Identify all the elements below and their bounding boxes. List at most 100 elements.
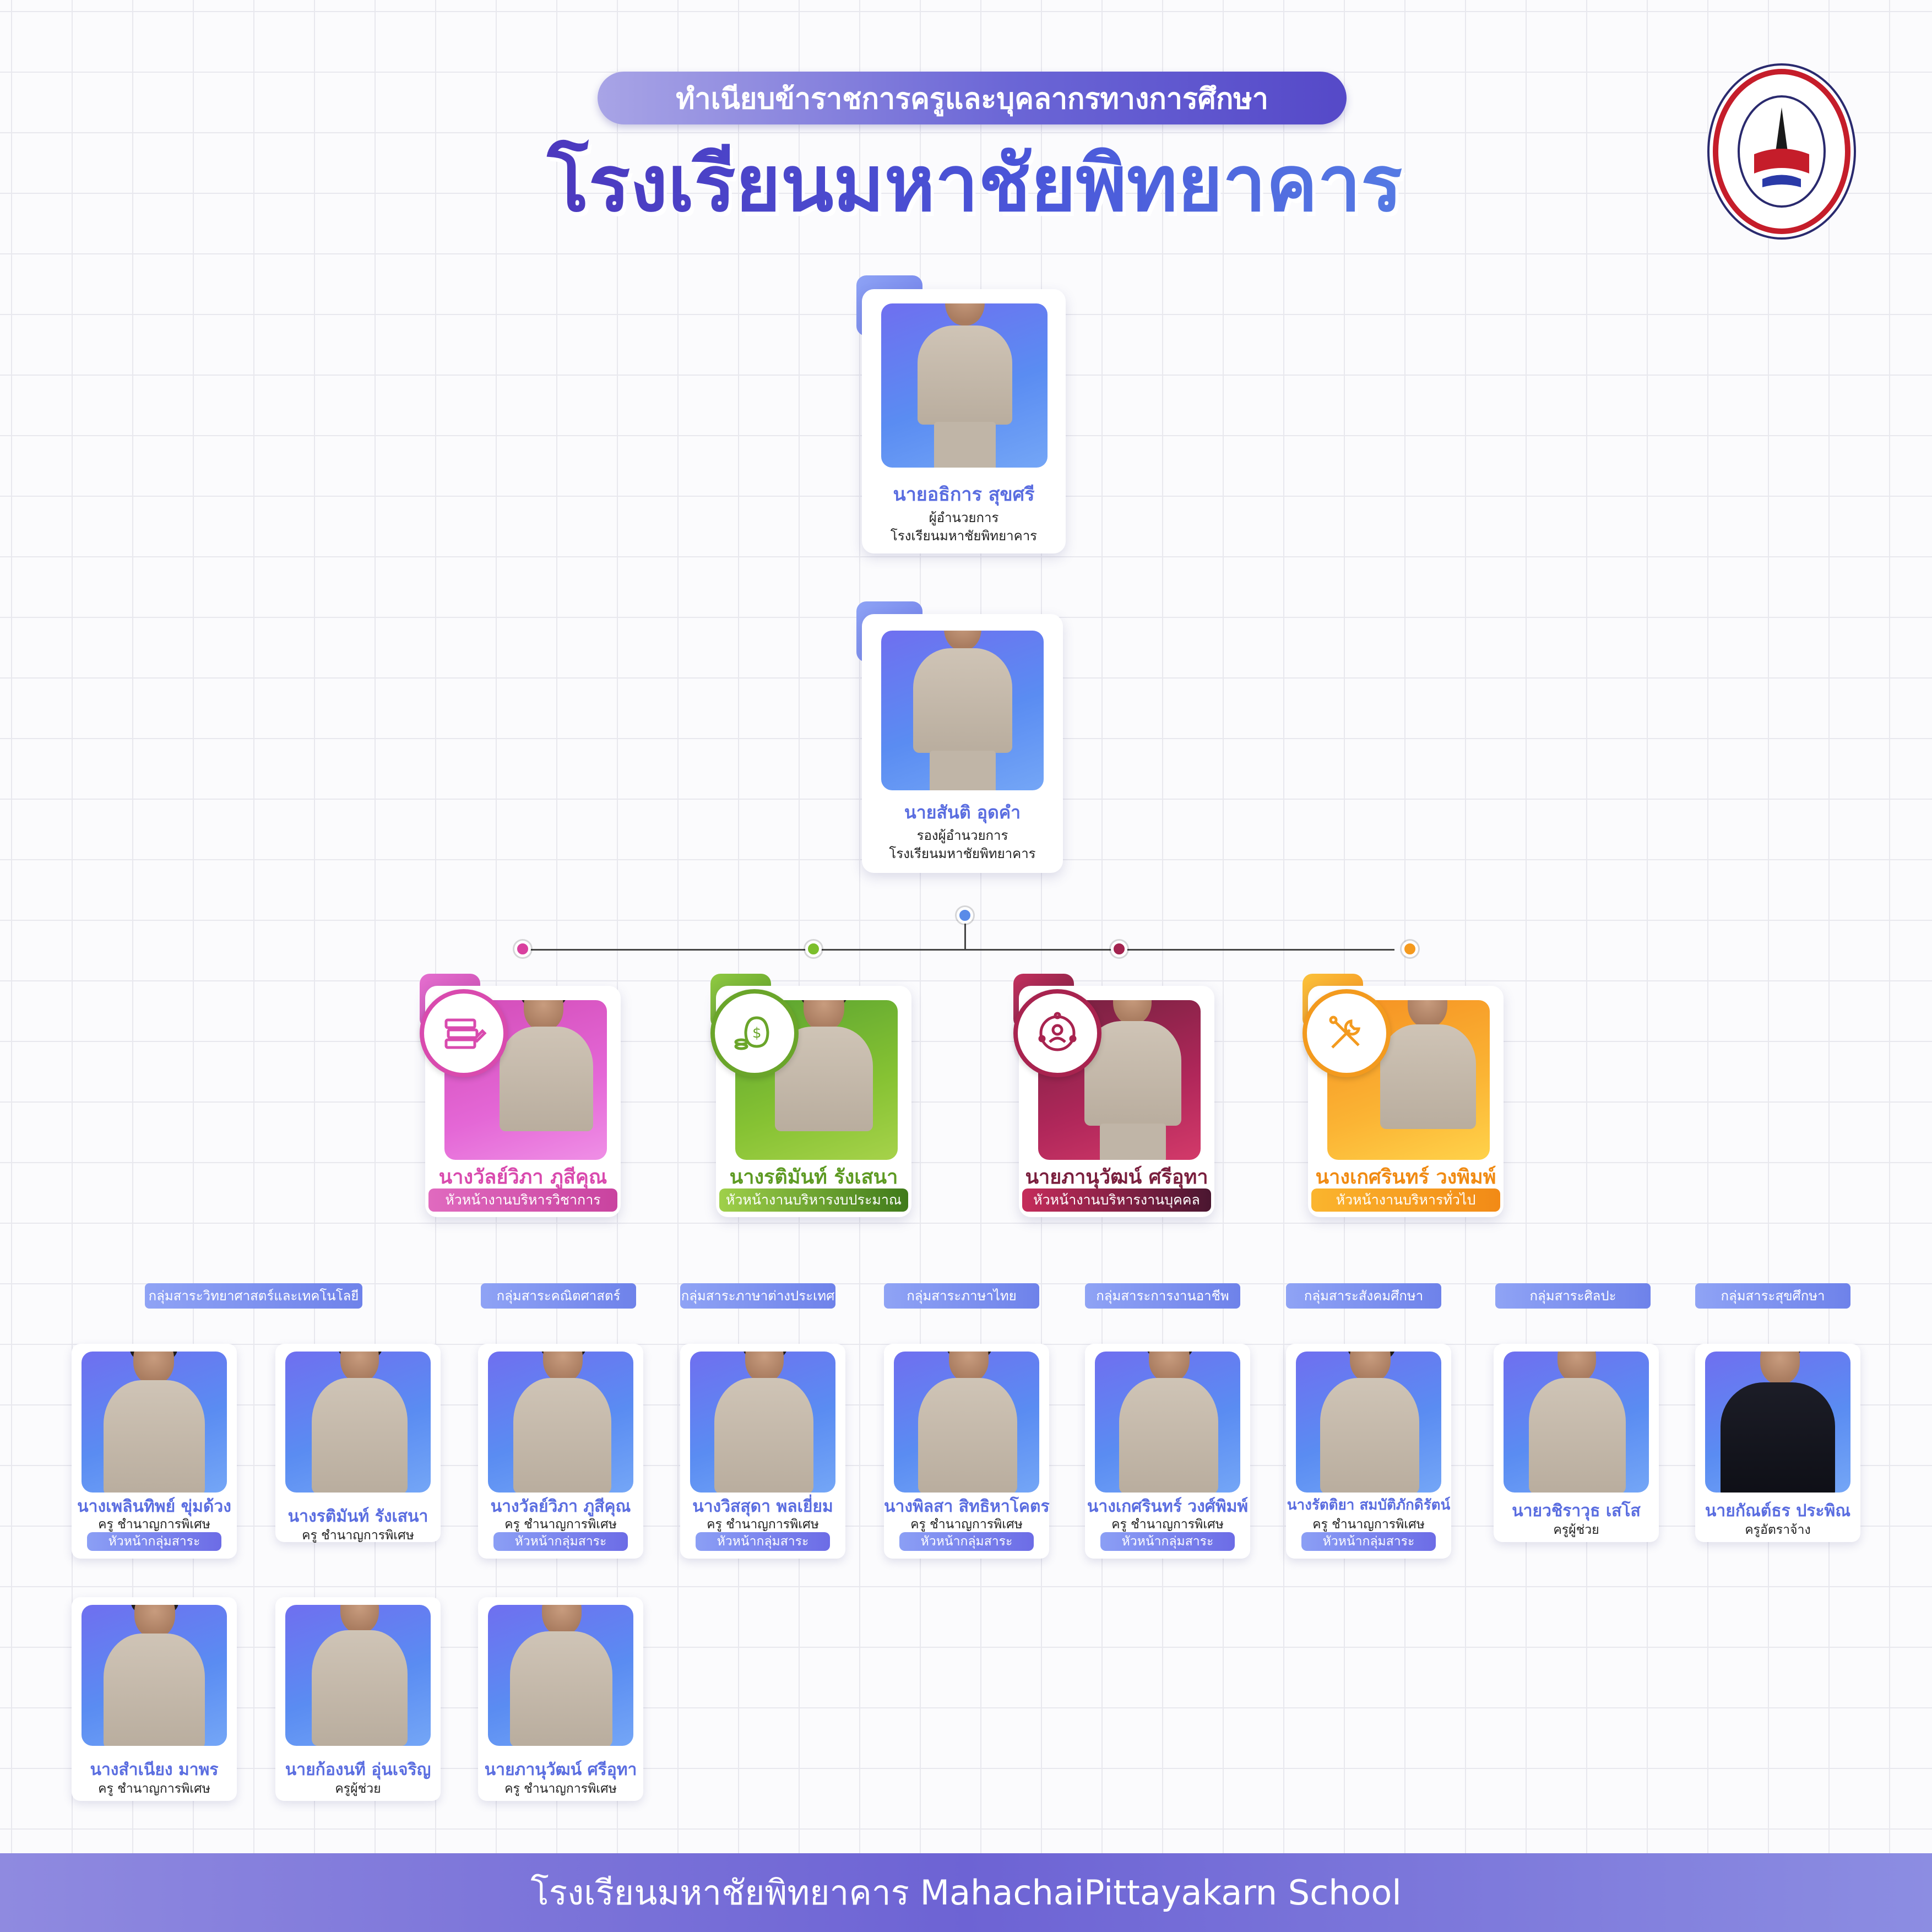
teacher-name: นางรัตติยา สมบัติภักดิรัตน์ (1287, 1497, 1451, 1513)
connector-dot-budget (805, 941, 822, 957)
deputy-card: นายสันติ อุดคำ รองผู้อำนวยการ โรงเรียนมห… (862, 614, 1063, 873)
teacher-position: ครู ชำนาญการพิเศษ (504, 1782, 617, 1796)
group-label-math: กลุ่มสาระคณิตศาสตร์ (481, 1283, 636, 1309)
group-head-badge: หัวหน้ากลุ่มสาระ (1100, 1532, 1235, 1551)
head-general-card: นางเกศรินทร์ วงพิมพ์ หัวหน้างานบริหารทั่… (1303, 986, 1504, 1217)
teacher-position: ครูอัตราจ้าง (1745, 1523, 1811, 1537)
head-budget-role: หัวหน้างานบริหารงบประมาณ (719, 1188, 908, 1212)
teacher-name: นางวัลย์วิภา ภูสีคุณ (490, 1497, 631, 1516)
teacher-name: นางเกศรินทร์ วงศ์พิมพ์ (1087, 1497, 1249, 1516)
group-head-badge: หัวหน้ากลุ่มสาระ (1301, 1532, 1436, 1551)
teacher-photo (1095, 1352, 1240, 1493)
teacher-card: นางวัลย์วิภา ภูสีคุณ ครู ชำนาญการพิเศษ ห… (478, 1344, 643, 1559)
director-photo (881, 303, 1048, 468)
teacher-position: ครู ชำนาญการพิเศษ (98, 1782, 210, 1796)
head-general-name: นางเกศรินทร์ วงพิมพ์ (1315, 1166, 1496, 1188)
group-label-art: กลุ่มสาระศิลปะ (1495, 1283, 1651, 1309)
teacher-card: นางวิสสุดา พลเยี่ยม ครู ชำนาญการพิเศษ หั… (680, 1344, 845, 1559)
page-title: โรงเรียนมหาชัยพิทยาคาร (386, 132, 1564, 237)
subtitle-banner: ทำเนียบข้าราชการครูและบุคลากรทางการศึกษา (598, 72, 1347, 124)
teacher-name: นายวชิราวุธ เสโส (1512, 1501, 1641, 1521)
director-name: นายอธิการ สุขศรี (893, 484, 1035, 506)
connector-dot-personnel (1111, 941, 1127, 957)
page-title-shadow: โรงเรียนมหาชัยพิทยาคาร (389, 137, 1567, 241)
svg-text:$: $ (752, 1025, 762, 1041)
teacher-photo (894, 1352, 1039, 1493)
books-icon (420, 989, 508, 1077)
teacher-position: ครู ชำนาญการพิเศษ (98, 1517, 210, 1532)
teacher-position: ครูผู้ช่วย (335, 1782, 381, 1796)
teacher-name: นางพิลสา สิทธิหาโคตร (884, 1497, 1050, 1516)
network-people-icon (1013, 989, 1101, 1077)
teacher-photo (488, 1605, 633, 1746)
teacher-photo (82, 1605, 227, 1746)
teacher-name: นายภานุวัฒน์ ศรีอุทา (484, 1760, 637, 1779)
teacher-position: ครู ชำนาญการพิเศษ (1111, 1517, 1224, 1532)
group-label-science: กลุ่มสาระวิทยาศาสตร์และเทคโนโลยี (145, 1283, 362, 1309)
teacher-name: นายก้องนที อุ่นเจริญ (285, 1760, 431, 1779)
connector-dot-general (1402, 941, 1418, 957)
head-academic-name: นางวัลย์วิภา ภูสีคุณ (438, 1166, 607, 1188)
group-head-badge: หัวหน้ากลุ่มสาระ (87, 1532, 221, 1551)
head-academic-card: นางวัลย์วิภา ภูสีคุณ หัวหน้างานบริหารวิช… (420, 986, 621, 1217)
teacher-card: นางรติมันท์ รังเสนา ครู ชำนาญการพิเศษ (275, 1344, 441, 1543)
teacher-card: นางเพลินทิพย์ ขุ่มด้วง ครู ชำนาญการพิเศษ… (72, 1344, 237, 1559)
school-emblem-icon (1738, 95, 1826, 208)
teacher-photo (1504, 1352, 1649, 1493)
deputy-photo (881, 631, 1044, 790)
teacher-card: นางพิลสา สิทธิหาโคตร ครู ชำนาญการพิเศษ ห… (884, 1344, 1050, 1559)
deputy-name: นายสันติ อุดคำ (904, 802, 1021, 823)
teacher-card: นายก้องนที อุ่นเจริญ ครูผู้ช่วย (275, 1597, 441, 1801)
teacher-position: ครู ชำนาญการพิเศษ (504, 1517, 617, 1532)
footer-banner: โรงเรียนมหาชัยพิทยาคาร MahachaiPittayaka… (0, 1853, 1932, 1932)
teacher-card: นางรัตติยา สมบัติภักดิรัตน์ ครู ชำนาญการ… (1286, 1344, 1451, 1559)
teacher-name: นายกัณต์ธร ประพิณ (1705, 1501, 1851, 1521)
group-label-health: กลุ่มสาระสุขศึกษา (1695, 1283, 1850, 1309)
connector-dot-root (957, 907, 973, 924)
head-personnel-role: หัวหน้างานบริหารงานบุคคล (1022, 1188, 1211, 1212)
teacher-position: ครูผู้ช่วย (1553, 1523, 1599, 1537)
teacher-position: ครู ชำนาญการพิเศษ (1312, 1517, 1425, 1532)
tools-icon (1303, 989, 1391, 1077)
director-school: โรงเรียนมหาชัยพิทยาคาร (890, 528, 1038, 544)
group-label-foreign-language: กลุ่มสาระภาษาต่างประเทศ (680, 1283, 835, 1309)
connector-dot-academic (514, 941, 531, 957)
group-head-badge: หัวหน้ากลุ่มสาระ (493, 1532, 628, 1551)
group-label-thai: กลุ่มสาระภาษาไทย (884, 1283, 1039, 1309)
head-personnel-name: นายภานุวัฒน์ ศรีอุทา (1025, 1166, 1208, 1188)
head-personnel-photo (1038, 1000, 1201, 1160)
teacher-photo (1705, 1352, 1850, 1493)
head-academic-role: หัวหน้างานบริหารวิชาการ (428, 1188, 617, 1212)
teacher-name: นางเพลินทิพย์ ขุ่มด้วง (77, 1497, 231, 1516)
head-budget-name: นางรติมันท์ รังเสนา (729, 1166, 898, 1188)
teacher-card: นางสำเนียง มาพร ครู ชำนาญการพิเศษ (72, 1597, 237, 1801)
teacher-photo (1296, 1352, 1441, 1493)
group-head-badge: หัวหน้ากลุ่มสาระ (696, 1532, 830, 1551)
group-head-badge: หัวหน้ากลุ่มสาระ (899, 1532, 1034, 1551)
teacher-name: นางสำเนียง มาพร (90, 1760, 219, 1779)
group-label-career: กลุ่มสาระการงานอาชีพ (1085, 1283, 1240, 1309)
connector-line (530, 949, 1394, 951)
teacher-name: นางรติมันท์ รังเสนา (287, 1507, 428, 1526)
connector-line (964, 924, 966, 950)
group-label-social: กลุ่มสาระสังคมศึกษา (1286, 1283, 1441, 1309)
deputy-school: โรงเรียนมหาชัยพิทยาคาร (889, 846, 1036, 861)
teacher-photo (488, 1352, 633, 1493)
teacher-card: นางเกศรินทร์ วงศ์พิมพ์ ครู ชำนาญการพิเศษ… (1085, 1344, 1250, 1559)
teacher-photo (690, 1352, 835, 1493)
teacher-position: ครู ชำนาญการพิเศษ (302, 1528, 414, 1543)
teacher-name: นางวิสสุดา พลเยี่ยม (692, 1497, 833, 1516)
teacher-card: นายภานุวัฒน์ ศรีอุทา ครู ชำนาญการพิเศษ (478, 1597, 643, 1801)
deputy-role: รองผู้อำนวยการ (916, 828, 1008, 843)
director-role: ผู้อำนวยการ (929, 510, 999, 525)
head-general-role: หัวหน้างานบริหารทั่วไป (1311, 1188, 1500, 1212)
teacher-position: ครู ชำนาญการพิเศษ (910, 1517, 1023, 1532)
head-budget-card: $ นางรติมันท์ รังเสนา หัวหน้างานบริหารงบ… (710, 986, 911, 1217)
school-logo (1713, 69, 1850, 234)
teacher-photo (82, 1352, 227, 1493)
teacher-card: นายวชิราวุธ เสโส ครูผู้ช่วย (1494, 1344, 1659, 1542)
director-card: นายอธิการ สุขศรี ผู้อำนวยการ โรงเรียนมหา… (862, 289, 1066, 553)
head-personnel-card: นายภานุวัฒน์ ศรีอุทา หัวหน้างานบริหารงาน… (1013, 986, 1214, 1217)
teacher-position: ครู ชำนาญการพิเศษ (707, 1517, 819, 1532)
teacher-photo (285, 1352, 431, 1493)
